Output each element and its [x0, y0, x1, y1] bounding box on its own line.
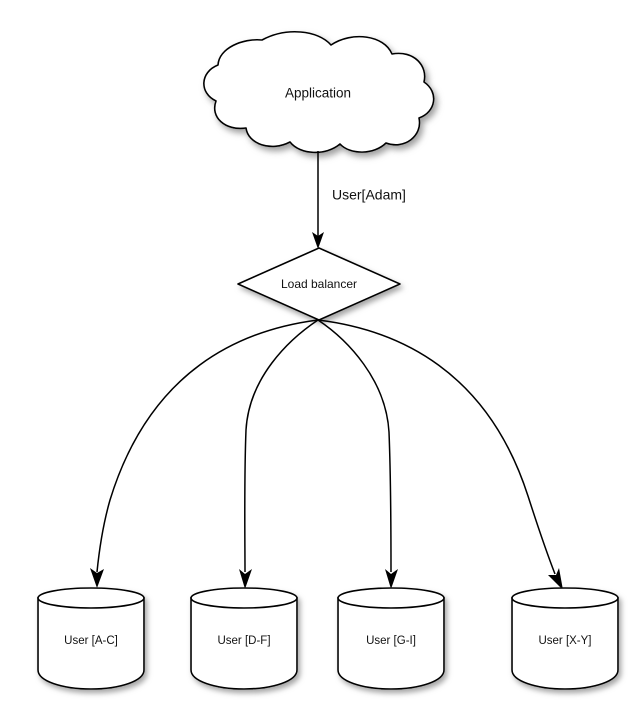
node-database-1[interactable]: User [A-C]: [37, 587, 145, 690]
edge-balancer-to-db-2-curve: [244, 319, 319, 573]
edge-balancer-to-db-1-curve: [96, 319, 319, 573]
edge-app-to-balancer-label: User[Adam]: [332, 187, 406, 203]
database-3-label: User [G-I]: [366, 635, 416, 647]
edge-balancer-to-db-3[interactable]: [317, 319, 398, 589]
edge-balancer-to-db-3-arrowhead: [385, 569, 398, 589]
database-4-label: User [X-Y]: [538, 635, 591, 647]
cloud-shape: [203, 30, 435, 154]
edge-balancer-to-db-3-curve: [317, 319, 392, 573]
database-1-shape: [37, 587, 145, 690]
database-2-shape: [190, 587, 298, 690]
node-load-balancer[interactable]: Load balancer: [237, 247, 401, 321]
edge-balancer-to-db-2-arrowhead: [239, 569, 252, 589]
database-1-label: User [A-C]: [64, 635, 118, 647]
node-database-3[interactable]: User [G-I]: [337, 587, 445, 690]
edge-balancer-to-db-4[interactable]: [317, 319, 563, 590]
edge-balancer-to-db-4-arrowhead: [548, 568, 563, 590]
edge-app-to-balancer-arrowhead: [312, 232, 324, 249]
edge-app-to-balancer[interactable]: User[Adam]: [312, 151, 406, 249]
database-2-label: User [D-F]: [217, 635, 270, 647]
load-balancer-label: Load balancer: [281, 277, 357, 291]
node-application-cloud[interactable]: Application: [203, 30, 435, 154]
edge-balancer-to-db-1[interactable]: [90, 319, 319, 588]
database-4-shape: [511, 587, 619, 690]
edge-balancer-to-db-1-arrowhead: [90, 568, 104, 588]
node-database-2[interactable]: User [D-F]: [190, 587, 298, 690]
database-3-shape: [337, 587, 445, 690]
node-database-4[interactable]: User [X-Y]: [511, 587, 619, 690]
cloud-label: Application: [285, 86, 351, 101]
edge-balancer-to-db-2[interactable]: [239, 319, 319, 589]
edge-balancer-to-db-4-curve: [317, 319, 556, 575]
